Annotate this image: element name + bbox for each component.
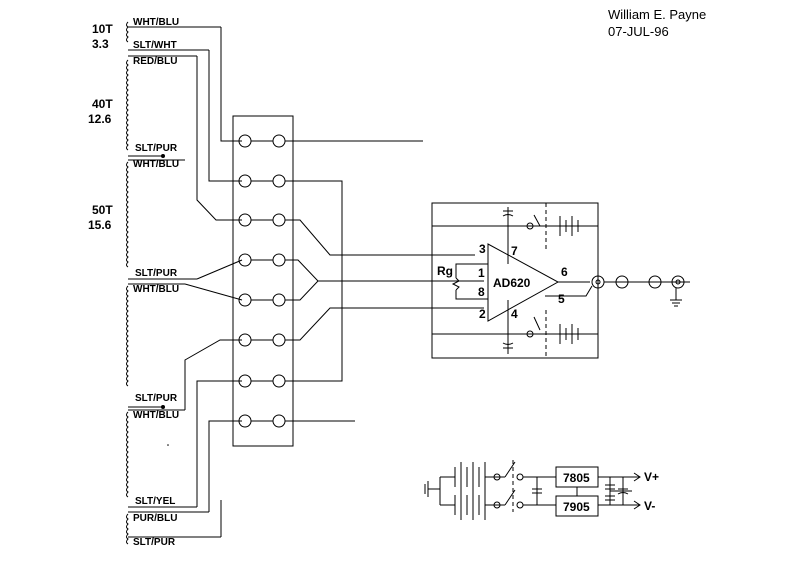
coil-1-voltage: 3.3 (92, 37, 109, 51)
coil-2-voltage: 12.6 (88, 112, 112, 126)
wire-label: RED/BLU (133, 56, 177, 67)
author-date: 07-JUL-96 (608, 24, 669, 39)
pin-number: 2 (479, 307, 486, 321)
op-amp-symbol (487, 243, 560, 322)
transformer-winding-5 (126, 411, 129, 498)
pin-number: 6 (561, 265, 568, 279)
wire-label: WHT/BLU (133, 159, 179, 170)
coil-1-turns: 10T (92, 22, 113, 36)
pin-number: 3 (479, 242, 486, 256)
wire-label: SLT/YEL (135, 496, 175, 507)
label-underlines (128, 26, 221, 538)
output-connector (591, 275, 690, 307)
op-amp-label: AD620 (493, 276, 531, 290)
terminal-strip (232, 115, 294, 447)
wire-label: SLT/WHT (133, 40, 177, 51)
wire-label: PUR/BLU (133, 513, 177, 524)
output-positive-label: V+ (644, 470, 659, 484)
gain-resistor-label: Rg (437, 264, 453, 278)
amp-supply (432, 203, 598, 358)
pin-number: 1 (478, 266, 485, 280)
wire-label: WHT/BLU (133, 17, 179, 28)
wire-label: SLT/PUR (135, 268, 178, 279)
author-name: William E. Payne (608, 7, 706, 22)
pin-number: 7 (511, 244, 518, 258)
power-supply (424, 460, 641, 520)
regulator-negative: 7905 (563, 500, 590, 514)
wire-label: WHT/BLU (133, 410, 179, 421)
pin-number: 8 (478, 285, 485, 299)
transformer-winding-1 (126, 21, 129, 43)
transformer-winding-2 (126, 59, 129, 151)
pin-number: 5 (558, 292, 565, 306)
stray-dot (167, 444, 169, 446)
output-wires (285, 140, 484, 422)
transformer-winding-3 (126, 161, 129, 268)
coil-3-turns: 50T (92, 203, 113, 217)
wire-label: SLT/PUR (135, 143, 178, 154)
gain-resistor (451, 263, 488, 300)
coil-2-turns: 40T (92, 97, 113, 111)
wire-label: WHT/BLU (133, 284, 179, 295)
pin-number: 4 (511, 307, 518, 321)
regulator-positive: 7805 (563, 471, 590, 485)
coil-3-voltage: 15.6 (88, 218, 112, 232)
wire-label: SLT/PUR (133, 537, 176, 548)
transformer-winding-6 (126, 513, 129, 545)
transformer-winding-4 (126, 285, 129, 387)
wire-label: SLT/PUR (135, 393, 178, 404)
output-negative-label: V- (644, 499, 655, 513)
